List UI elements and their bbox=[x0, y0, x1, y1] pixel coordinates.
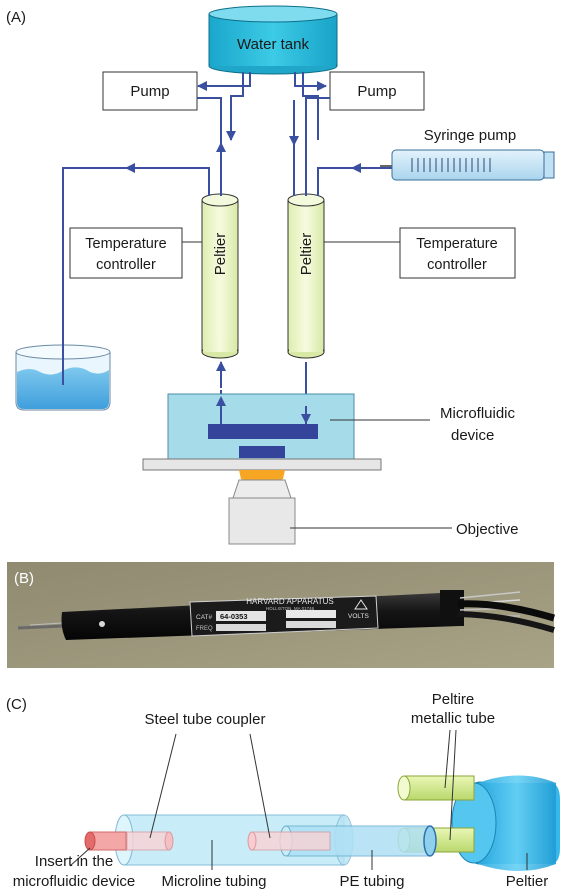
peltire-metallic-tube-line2: metallic tube bbox=[411, 710, 495, 727]
microfluidic-device-line2: device bbox=[451, 427, 494, 444]
syringe-graduations bbox=[411, 158, 491, 172]
panel-c-leaders bbox=[69, 729, 528, 870]
microfluidic-device: Microfluidic device bbox=[167, 393, 516, 460]
temp-controller-right-line2: controller bbox=[427, 257, 487, 273]
pump-left: Pump bbox=[102, 71, 198, 111]
plate-brand: HARVARD APPARATUS bbox=[246, 597, 333, 606]
temp-controller-left-line1: Temperature bbox=[85, 236, 166, 252]
objective: Objective bbox=[228, 470, 519, 545]
pe-tubing-label: PE tubing bbox=[339, 873, 404, 890]
insert-label-line1: Insert in the bbox=[35, 853, 113, 870]
steel-tube-couplers bbox=[126, 831, 331, 851]
plate-volts-label: VOLTS bbox=[348, 613, 369, 620]
microline-tubing-label: Microline tubing bbox=[161, 873, 266, 890]
device-label-plate: HARVARD APPARATUS HOLLISTON, MA 01746 CA… bbox=[189, 595, 379, 637]
plate-cat-label: CAT# bbox=[196, 614, 213, 621]
stage bbox=[142, 458, 382, 471]
peltire-metallic-tube-line1: Peltire bbox=[432, 691, 475, 708]
water-tank: Water tank bbox=[208, 5, 338, 75]
plate-freq-label: FREQ bbox=[196, 626, 213, 632]
peltier-right-label: Peltier bbox=[298, 233, 315, 276]
objective-label: Objective bbox=[456, 521, 519, 538]
peltier-c-label: Peltier bbox=[506, 873, 549, 890]
peltier-cylinder bbox=[451, 775, 560, 871]
peltier-right: Peltier bbox=[287, 193, 325, 359]
peltier-device-photo: HARVARD APPARATUS HOLLISTON, MA 01746 CA… bbox=[17, 590, 555, 640]
peltier-left-label: Peltier bbox=[212, 233, 229, 276]
panel-a-label: (A) bbox=[6, 9, 26, 26]
peltier-left: Peltier bbox=[201, 193, 239, 359]
panel-b-label: (B) bbox=[14, 570, 34, 587]
plate-cat-value: 64-0353 bbox=[220, 612, 248, 621]
temperature-controller-right: Temperature controller bbox=[324, 227, 516, 279]
syringe-pump: Syringe pump bbox=[380, 127, 555, 181]
steel-tube-coupler-label: Steel tube coupler bbox=[145, 711, 266, 728]
warning-icon bbox=[354, 599, 368, 610]
panel-c: (C) bbox=[6, 691, 560, 890]
pump-left-label: Pump bbox=[130, 83, 169, 100]
temp-controller-left-line2: controller bbox=[96, 257, 156, 273]
temperature-controller-left: Temperature controller bbox=[69, 227, 202, 279]
microfluidic-device-line1: Microfluidic bbox=[440, 405, 516, 422]
plate-sub: HOLLISTON, MA 01746 bbox=[266, 606, 315, 611]
pump-right-label: Pump bbox=[357, 83, 396, 100]
panel-c-label: (C) bbox=[6, 696, 27, 713]
temp-controller-right-line1: Temperature bbox=[416, 236, 497, 252]
panel-a: (A) Water tank Pump Pump bbox=[6, 5, 555, 545]
panel-b: (B) HARVARD APPARATUS HOLLISTON, MA 0174… bbox=[7, 562, 555, 668]
insert-label-line2: microfluidic device bbox=[13, 873, 136, 890]
water-tank-label: Water tank bbox=[237, 36, 309, 53]
syringe-pump-label: Syringe pump bbox=[424, 127, 517, 144]
insert-tube bbox=[84, 831, 127, 851]
beaker bbox=[15, 168, 111, 411]
pump-right: Pump bbox=[329, 71, 425, 111]
